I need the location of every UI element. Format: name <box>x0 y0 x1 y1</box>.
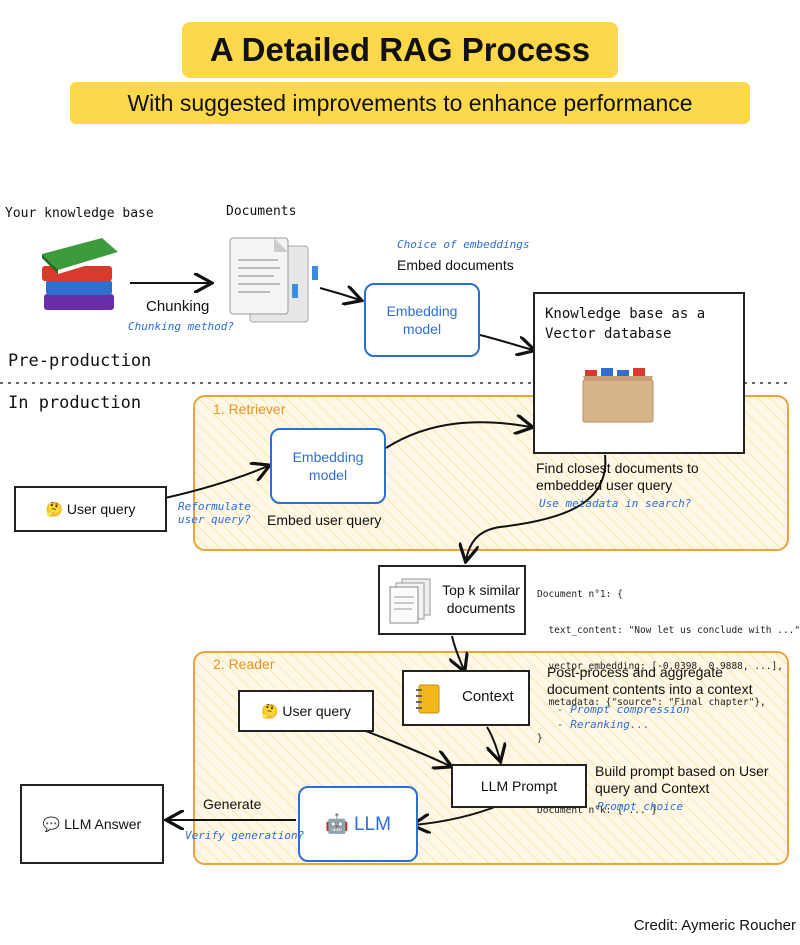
arrow-vdb-to-topk <box>466 454 607 560</box>
embedding-model-box: Embedding model <box>364 283 480 357</box>
embeddings-note: Choice of embeddings <box>397 238 530 251</box>
find-closest-label: Find closest documents to embedded user … <box>536 460 699 493</box>
doc-line-7: Document n°k: { ... } <box>537 805 658 816</box>
arrow-query-to-embed <box>164 466 268 499</box>
documents-stack-icon <box>389 578 431 624</box>
doc-line-1: Document n°1: { <box>537 589 623 600</box>
llm-prompt-box: LLM Prompt <box>451 764 587 808</box>
notebook-icon <box>416 684 440 714</box>
vector-db-box: Knowledge base as a Vector database <box>533 292 745 454</box>
verify-note: Verify generation? <box>185 829 305 842</box>
build-prompt-label: Build prompt based on User query and Con… <box>595 763 769 796</box>
credit: Credit: Aymeric Roucher <box>633 917 796 934</box>
arrow-context-to-prompt <box>486 726 500 760</box>
books-icon <box>42 238 118 310</box>
reader-user-query-box: 🤔 User query <box>238 690 374 732</box>
doc-line-3: vector_embedding: [-0.0398, 0.9888, ...]… <box>537 661 783 672</box>
compression-note: - Prompt compression <box>557 703 690 716</box>
arrow-topk-to-context <box>452 635 464 670</box>
embed-user-query-label: Embed user query <box>267 512 382 528</box>
doc-sample: Document n°1: { text_content: "Now let u… <box>537 565 800 829</box>
user-query-box: 🤔 User query <box>14 486 167 532</box>
reformulate-note: Reformulate user query? <box>178 500 251 526</box>
doc-line-5: } <box>537 733 543 744</box>
section-pre-production: Pre-production <box>8 351 152 371</box>
documents-icon <box>229 237 318 323</box>
llm-box: 🤖 LLM <box>298 786 418 862</box>
knowledge-base-label: Your knowledge base <box>5 206 154 221</box>
section-in-production: In production <box>8 393 142 413</box>
reranking-note: - Reranking... <box>557 718 650 731</box>
llm-answer-box: 💬 LLM Answer <box>20 784 164 864</box>
arrow-embed-to-vdb-2 <box>385 422 531 449</box>
reader-label: 2. Reader <box>213 656 275 672</box>
postprocess-label: Post-process and aggregate document cont… <box>547 664 753 697</box>
chunking-label: Chunking <box>146 298 210 315</box>
documents-label: Documents <box>226 204 297 219</box>
arrow-query-to-prompt <box>354 726 450 766</box>
file-cabinet-icon <box>582 368 654 423</box>
arrow-prompt-to-llm <box>414 804 501 825</box>
chunking-note: Chunking method? <box>128 320 234 333</box>
retriever-embedding-model: Embedding model <box>270 428 386 504</box>
embed-documents-label: Embed documents <box>397 257 514 273</box>
prompt-choice-note: Prompt choice <box>597 800 684 813</box>
retriever-label: 1. Retriever <box>213 401 286 417</box>
metadata-note: Use metadata in search? <box>539 497 692 510</box>
reader-zone <box>193 651 789 865</box>
doc-line-4: metadata: {"source": "Final chapter"}, <box>537 697 766 708</box>
top-k-label: Top k similar documents <box>442 582 520 616</box>
arrow-docs-to-embed <box>319 288 360 300</box>
arrow-embed-to-vdb <box>479 334 533 350</box>
page-title: A Detailed RAG Process <box>182 22 618 78</box>
doc-line-2: text_content: "Now let us conclude with … <box>537 625 800 636</box>
top-k-box: Top k similar documents <box>378 565 526 635</box>
context-box: Context <box>402 670 530 726</box>
generate-label: Generate <box>203 796 262 812</box>
page-subtitle: With suggested improvements to enhance p… <box>70 82 750 124</box>
context-label: Context <box>462 688 514 705</box>
vector-db-title: Knowledge base as a Vector database <box>545 306 706 342</box>
